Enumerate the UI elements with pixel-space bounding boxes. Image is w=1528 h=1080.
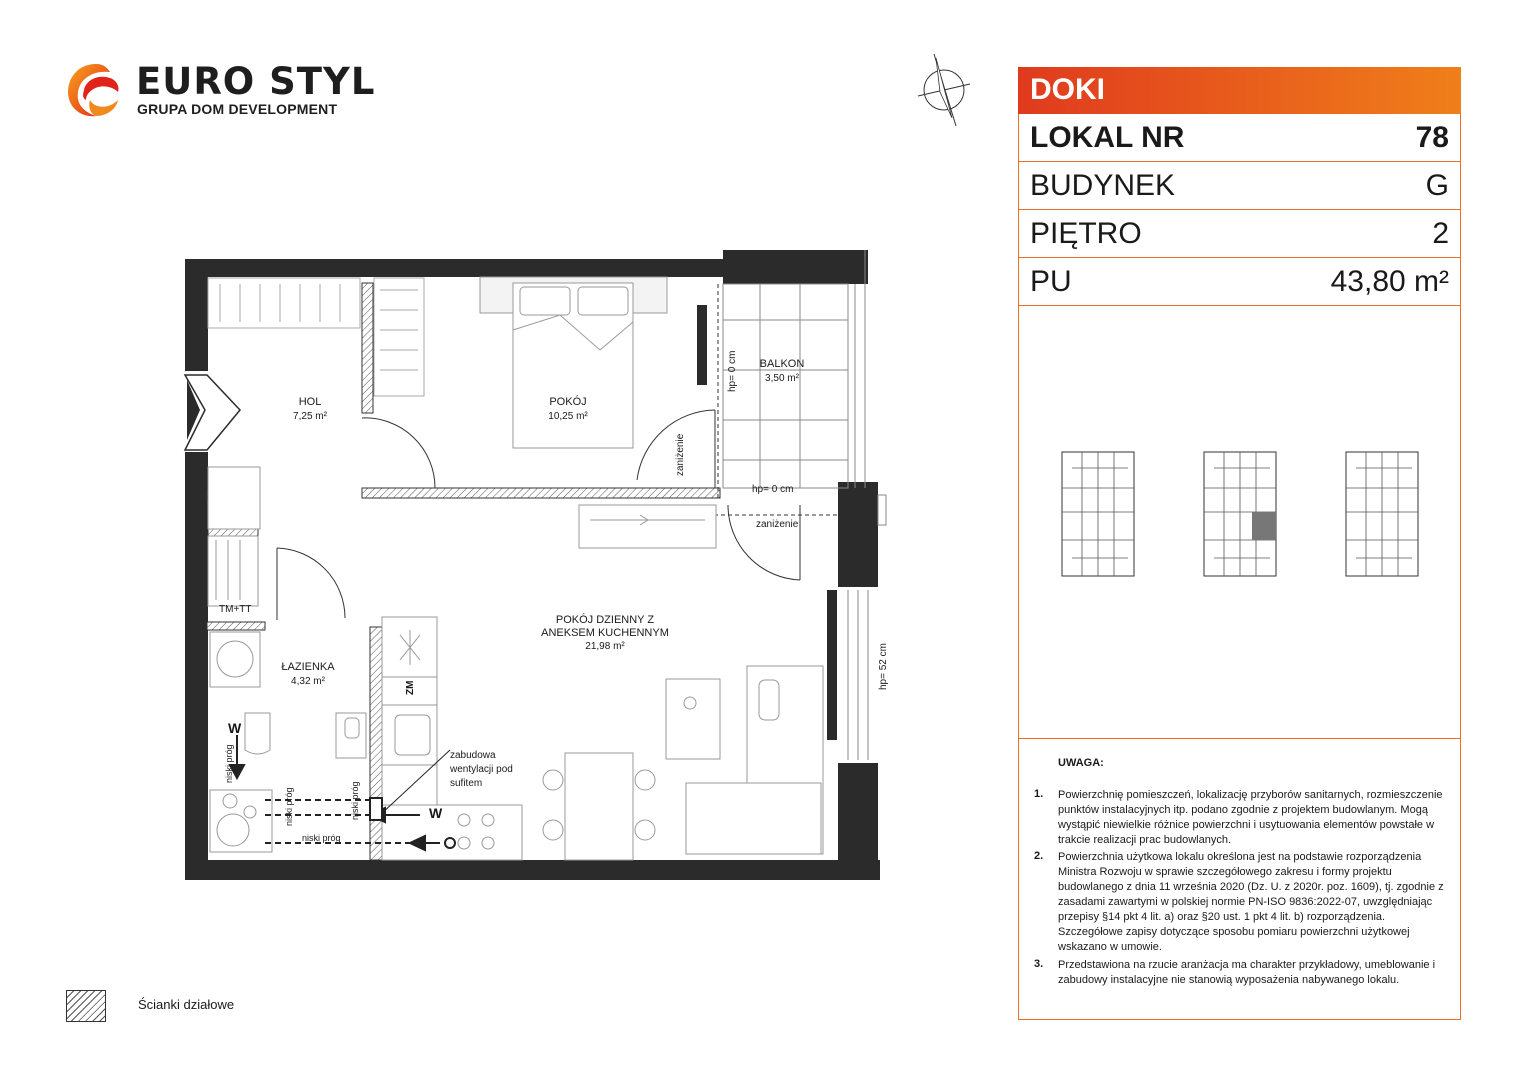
note-text: Powierzchnia użytkowa lokalu określona j… bbox=[1058, 851, 1444, 953]
sofa bbox=[665, 665, 824, 855]
brand-name: EURO STYL bbox=[136, 60, 376, 103]
note-text: Powierzchnię pomieszczeń, lokalizację pr… bbox=[1058, 789, 1443, 846]
dining-table bbox=[542, 752, 656, 861]
info-row-pu: PU 43,80 m² bbox=[1018, 258, 1461, 306]
room-lazienka-area: 4,32 m² bbox=[291, 676, 325, 687]
floor-plan bbox=[183, 250, 887, 880]
label-hp52: hp= 52 cm bbox=[878, 643, 889, 690]
notes-title: UWAGA: bbox=[1058, 757, 1104, 769]
balcony bbox=[700, 250, 866, 516]
entry-door-icon bbox=[183, 374, 241, 451]
label-zabudowa-1: zabudowa bbox=[450, 750, 496, 761]
room-hol-name: HOL bbox=[298, 396, 322, 408]
info-value: 2 bbox=[1432, 217, 1449, 250]
ventilation bbox=[228, 735, 456, 852]
info-key: LOKAL NR bbox=[1030, 121, 1185, 154]
room-lazienka-name: ŁAZIENKA bbox=[281, 661, 335, 673]
logo bbox=[64, 60, 128, 120]
label-w-1: W bbox=[228, 720, 242, 736]
info-row-pietro: PIĘTRO 2 bbox=[1018, 210, 1461, 258]
note-number: 1. bbox=[1034, 788, 1044, 800]
north-arrow-icon bbox=[917, 53, 971, 127]
info-value: 78 bbox=[1415, 121, 1449, 154]
legend-label: Ścianki działowe bbox=[138, 997, 235, 1012]
note-text: Przedstawiona na rzucie aranżacja ma cha… bbox=[1058, 959, 1436, 986]
note-number: 3. bbox=[1034, 958, 1044, 970]
euro-styl-logo-icon bbox=[68, 64, 119, 117]
room-dzienny-name-2: ANEKSEM KUCHENNYM bbox=[541, 627, 669, 639]
room-dzienny-area: 21,98 m² bbox=[585, 641, 625, 652]
label-hp0-vertical: hp= 0 cm bbox=[727, 350, 738, 392]
info-key: PIĘTRO bbox=[1030, 217, 1142, 250]
label-niski-prog-4: niski próg bbox=[302, 833, 341, 843]
building-key-plans bbox=[1061, 451, 1419, 577]
label-zabudowa-2: wentylacji pod bbox=[450, 764, 513, 775]
label-zanizenie-1: zaniżenie bbox=[675, 433, 686, 476]
room-dzienny-name-1: POKÓJ DZIENNY Z bbox=[555, 614, 655, 626]
room-hol-area: 7,25 m² bbox=[293, 411, 327, 422]
legend-hatch-swatch bbox=[66, 990, 106, 1022]
info-value: 43,80 m² bbox=[1330, 265, 1449, 298]
label-hp0-horizontal: hp= 0 cm bbox=[752, 484, 794, 495]
room-balkon-name: BALKON bbox=[759, 358, 805, 370]
room-balkon-area: 3,50 m² bbox=[765, 373, 799, 384]
project-name: DOKI bbox=[1030, 73, 1105, 106]
room-pokoj-name: POKÓJ bbox=[549, 396, 587, 408]
kitchen bbox=[381, 616, 523, 861]
label-zanizenie-2: zaniżenie bbox=[756, 519, 799, 530]
bed bbox=[479, 276, 668, 449]
wardrobe bbox=[207, 277, 425, 397]
label-zm: ZM bbox=[405, 680, 416, 695]
brand-subtitle: GRUPA DOM DEVELOPMENT bbox=[137, 101, 338, 117]
label-zabudowa-3: sufitem bbox=[450, 778, 483, 789]
label-niski-prog-3: niski próg bbox=[350, 781, 360, 820]
room-pokoj-area: 10,25 m² bbox=[548, 411, 588, 422]
info-key: BUDYNEK bbox=[1030, 169, 1176, 202]
info-key: PU bbox=[1030, 265, 1072, 298]
info-row-lokal: LOKAL NR 78 bbox=[1018, 114, 1461, 162]
info-value: G bbox=[1425, 169, 1449, 202]
project-header: DOKI bbox=[1018, 67, 1461, 114]
label-niski-prog-1: niski próg bbox=[224, 744, 234, 783]
bathroom-fixtures bbox=[207, 466, 367, 853]
label-tmtt: TM+TT bbox=[219, 604, 252, 615]
note-number: 2. bbox=[1034, 850, 1044, 862]
info-row-budynek: BUDYNEK G bbox=[1018, 162, 1461, 210]
label-niski-prog-2: niski próg bbox=[284, 787, 294, 826]
label-w-2: W bbox=[429, 805, 443, 821]
notes-separator bbox=[1018, 738, 1461, 739]
unit-highlight bbox=[1252, 512, 1276, 540]
